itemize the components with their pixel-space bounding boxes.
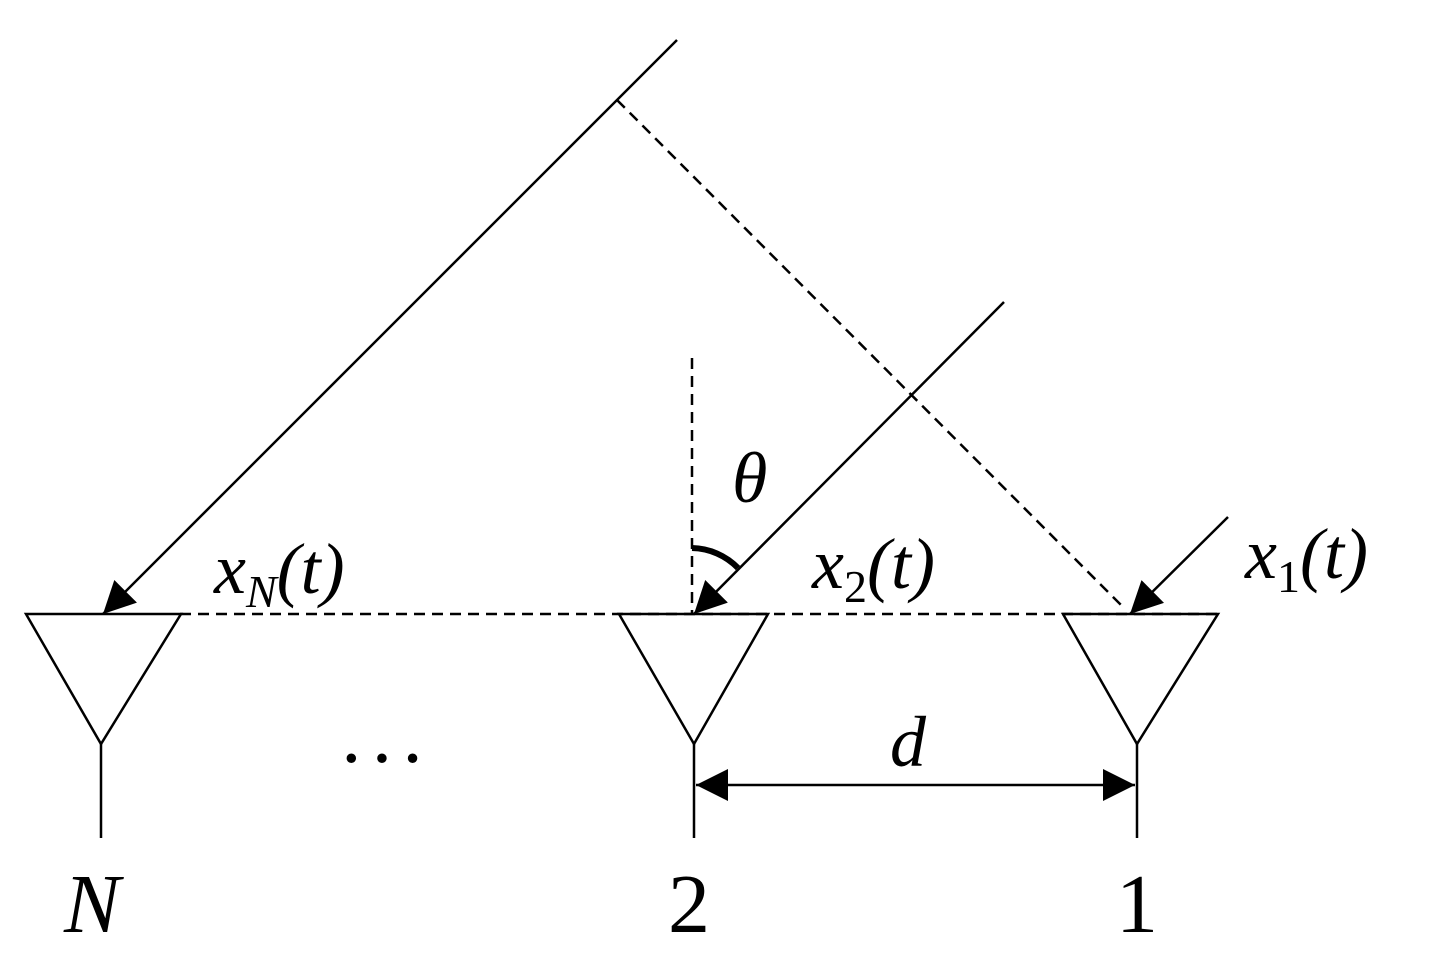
ray-1	[1129, 516, 1229, 615]
ray-n	[102, 39, 678, 615]
signal-label-x1: x1(t)	[1244, 514, 1368, 602]
antenna-element-n	[23, 612, 184, 838]
antenna-element-1	[1060, 612, 1221, 838]
spacing-label: d	[890, 702, 927, 782]
element-label-2: 2	[668, 858, 710, 951]
signal-label-xn: xN(t)	[213, 529, 345, 617]
signal-label-x2: x2(t)	[811, 524, 935, 612]
antenna-element-2	[616, 612, 771, 838]
theta-arc	[691, 545, 741, 571]
ray-2	[693, 301, 1005, 615]
theta-label: θ	[732, 438, 767, 518]
wavefront-line	[616, 99, 1125, 609]
element-label-n: N	[63, 858, 124, 951]
ellipsis: ···	[338, 715, 430, 803]
element-label-1: 1	[1116, 858, 1158, 951]
